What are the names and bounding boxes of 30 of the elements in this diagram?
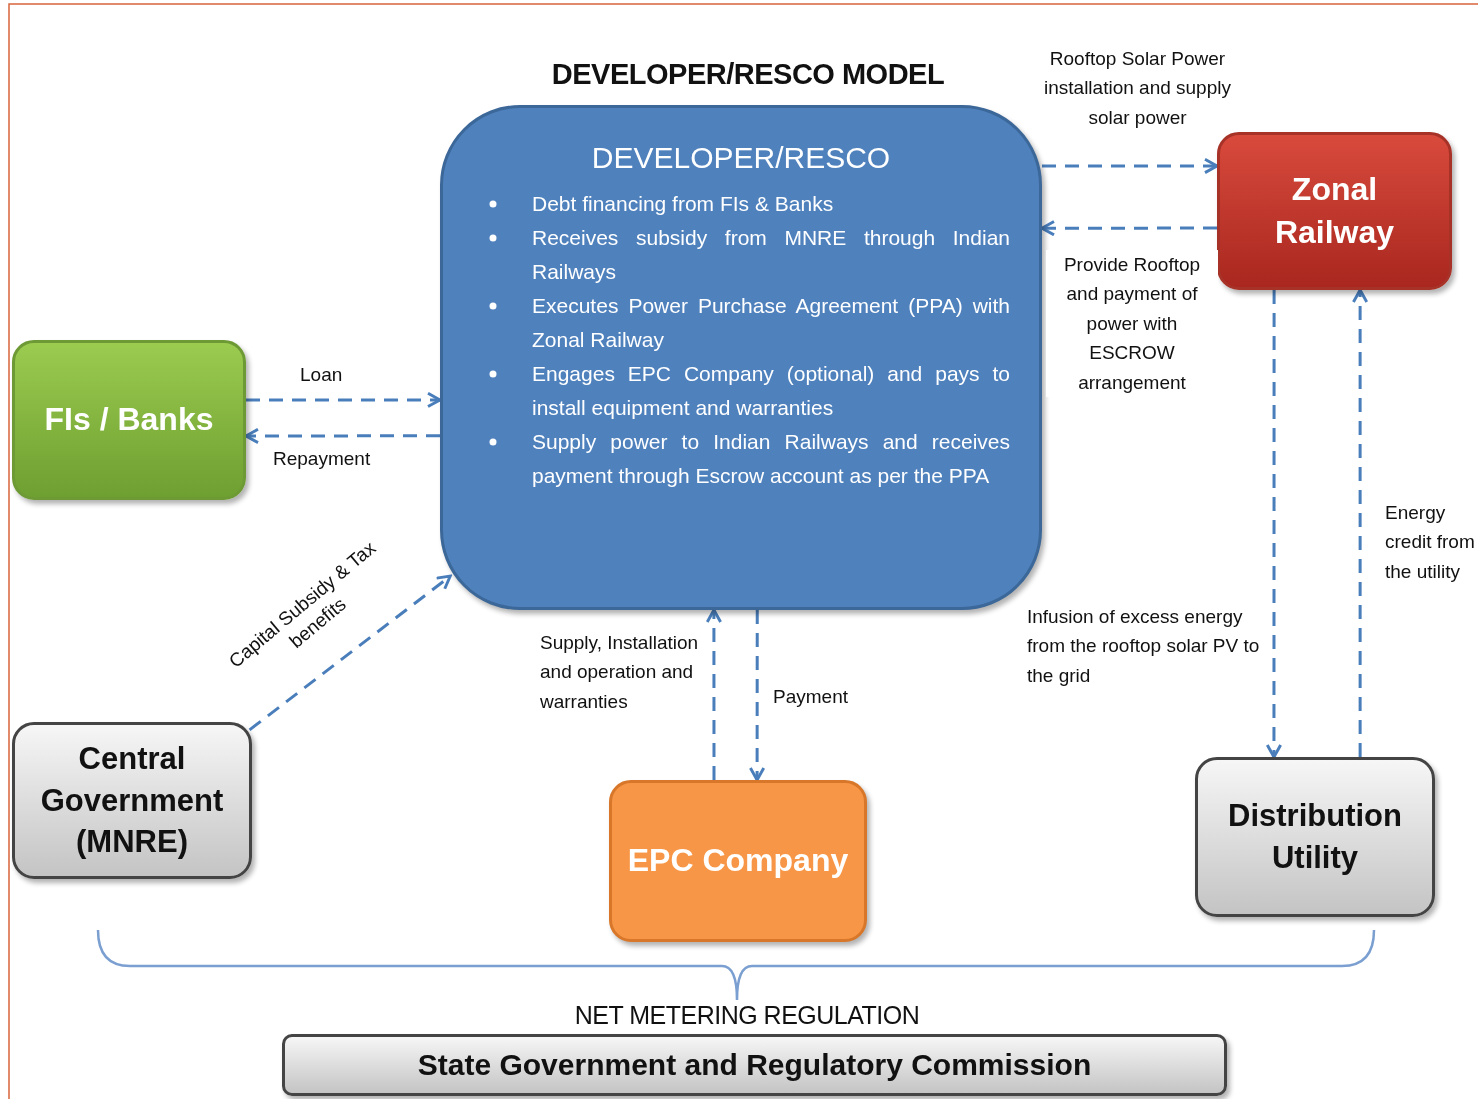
box-heading: DEVELOPER/RESCO: [590, 140, 892, 176]
process-box: [440, 105, 1042, 610]
arrow: [244, 427, 440, 445]
process-box: [1195, 757, 1435, 917]
arrow: [248, 574, 452, 732]
bullet-text: Supply power to Indian Railways and receives payment through Escrow account as per the PPA: [532, 429, 1010, 487]
process-box: [609, 780, 867, 942]
box-label: Central Government (MNRE): [39, 739, 225, 862]
arrow: [1040, 220, 1217, 237]
arrow: [705, 608, 723, 780]
box-label: FIs / Banks: [43, 400, 215, 440]
arrow: [1042, 157, 1219, 175]
box-label: Zonal Railway: [1273, 169, 1396, 252]
banner-box: [282, 1034, 1227, 1096]
arrow: [1265, 290, 1283, 759]
process-box: [1217, 132, 1452, 290]
bullet-text: Debt financing from FIs & Banks: [532, 191, 834, 215]
arrow: [246, 391, 442, 409]
process-box: [12, 340, 246, 500]
box-label: State Government and Regulatory Commission: [416, 1046, 1093, 1083]
box-label: EPC Company: [626, 841, 850, 881]
bullet-text: Receives subsidy from MNRE through Indian Railways: [532, 225, 1010, 283]
arrow: [748, 610, 766, 782]
process-box: [12, 722, 252, 879]
diagram-title: DEVELOPER/RESCO MODEL: [550, 58, 946, 91]
bullet-text: Engages EPC Company (optional) and pays to install equipment and warranties: [532, 361, 1010, 419]
bullet-text: Executes Power Purchase Agreement (PPA) with Zonal Railway: [532, 293, 1010, 351]
box-label: Distribution Utility: [1227, 797, 1403, 877]
bracket-label: NET METERING REGULATION: [573, 1001, 921, 1030]
arrow: [1352, 288, 1369, 757]
